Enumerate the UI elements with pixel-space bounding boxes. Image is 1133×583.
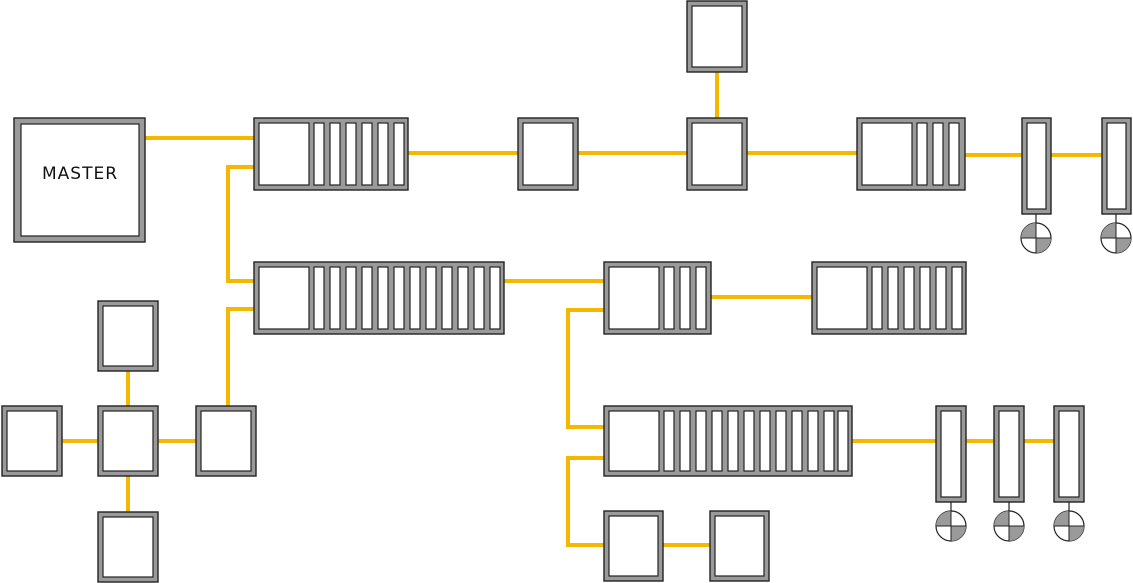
connection-wires (62, 72, 1102, 547)
node-e-io-station (253, 261, 505, 335)
node-a-io-station (253, 117, 409, 191)
node-g-coupler (816, 266, 868, 330)
drive-4 (993, 405, 1025, 542)
node-a-io-modules (313, 122, 405, 186)
drive-5 (1053, 405, 1085, 542)
node-e-io-modules (313, 266, 501, 330)
wire-node-e-to-cross (226, 307, 254, 406)
node-c-top-device (686, 0, 748, 73)
cross-bottom-device (97, 511, 159, 583)
drive-3 (935, 405, 967, 542)
node-h-io-station (603, 405, 853, 477)
wire-node-h-branch-down (566, 456, 604, 547)
node-g-io-station (811, 261, 967, 335)
master-label: MASTER (42, 164, 118, 184)
cross-left-device (1, 405, 63, 477)
node-d-io-station (856, 117, 966, 191)
node-f-io-station (603, 261, 712, 335)
master-controller: MASTER (13, 117, 146, 243)
cross-top-device (97, 300, 159, 372)
node-h-io-modules (663, 410, 849, 472)
node-h-coupler (608, 410, 660, 472)
node-d-coupler (861, 122, 913, 186)
encoder-icon (935, 510, 967, 542)
node-f-coupler (608, 266, 660, 330)
cross-right-device (195, 405, 257, 477)
node-e-coupler (258, 266, 310, 330)
node-j-device (709, 510, 770, 582)
wire-trunk-vertical (226, 165, 254, 283)
node-a-coupler (258, 122, 310, 186)
node-d-io-modules (916, 122, 960, 186)
node-g-io-modules (871, 266, 963, 330)
drive-1 (1020, 117, 1052, 254)
encoder-icon (993, 510, 1025, 542)
wire-node-f-branch-down (566, 308, 604, 429)
encoder-icon (1020, 222, 1052, 254)
node-b-device (517, 117, 579, 191)
cross-hub-device (97, 405, 159, 477)
node-f-io-modules (663, 266, 707, 330)
node-i-device (603, 510, 664, 582)
node-c-device (686, 117, 748, 191)
encoder-icon (1053, 510, 1085, 542)
encoder-icon (1100, 222, 1132, 254)
drive-2 (1100, 117, 1132, 254)
